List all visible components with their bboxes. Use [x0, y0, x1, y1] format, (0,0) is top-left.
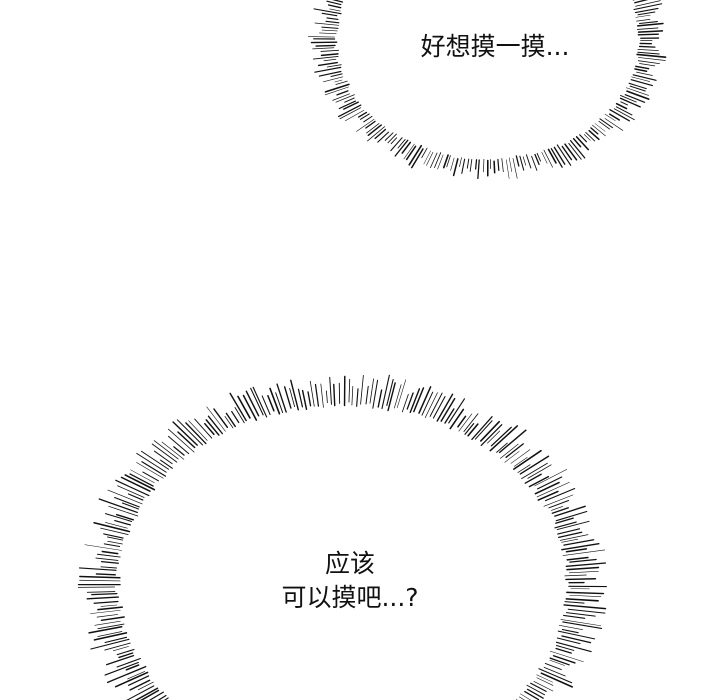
bottom-bubble-line-1: 应该 [324, 549, 375, 578]
bottom-bubble-text: 应该 可以摸吧...? [245, 547, 455, 615]
top-bubble-line-1: 好想摸一摸... [420, 32, 570, 61]
top-thought-bubble [307, 0, 667, 180]
bottom-bubble-line-2: 可以摸吧...? [281, 583, 419, 612]
bottom-thought-bubble [77, 374, 607, 700]
top-bubble-text: 好想摸一摸... [390, 30, 600, 64]
